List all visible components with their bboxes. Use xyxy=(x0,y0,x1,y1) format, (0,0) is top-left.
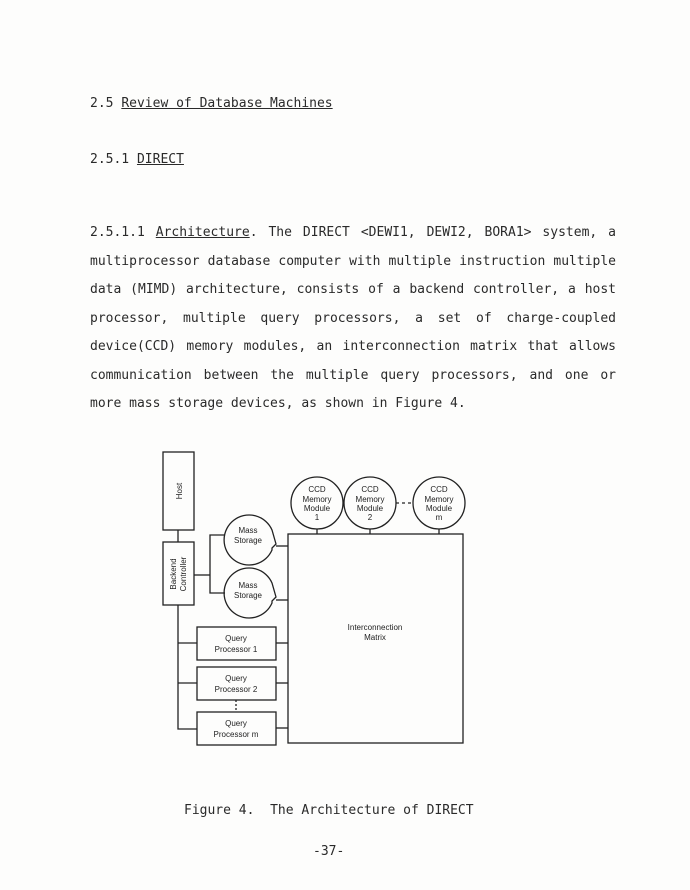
section-title: Review of Database Machines xyxy=(121,96,333,111)
query-label: Query xyxy=(225,674,247,683)
section-number: 2.5 xyxy=(90,96,114,111)
matrix-label-1: Interconnection xyxy=(348,623,403,632)
backend-label-1: Backend xyxy=(169,558,178,589)
ccd-label: m xyxy=(436,513,443,522)
ccd-label: Memory xyxy=(356,495,385,504)
ccd-label: 1 xyxy=(315,513,320,522)
section-heading: 2.5 Review of Database Machines xyxy=(90,96,333,111)
query-label: Processor m xyxy=(214,730,259,739)
subsection-title: DIRECT xyxy=(136,152,184,167)
mass-storage-label: Mass xyxy=(238,526,257,535)
ccd-label: Module xyxy=(304,504,331,513)
query-label: Query xyxy=(225,634,247,643)
ccd-label: CCD xyxy=(361,485,379,494)
subsubsection-number: 2.5.1.1 xyxy=(90,225,145,240)
ccd-label: CCD xyxy=(308,485,326,494)
architecture-paragraph: 2.5.1.1 Architecture. The DIRECT <DEWI1,… xyxy=(90,219,616,419)
interconnection-matrix-box xyxy=(287,533,464,744)
figure-caption: Figure 4. The Architecture of DIRECT xyxy=(184,803,474,818)
ccd-label: 2 xyxy=(368,513,373,522)
mass-storage-label: Mass xyxy=(238,581,257,590)
ccd-module-1: CCD Memory Module 1 xyxy=(290,476,344,534)
mass-storage-1: Mass Storage xyxy=(223,514,277,566)
ccd-module-m: CCD Memory Module m xyxy=(412,476,466,534)
backend-label-2: Controller xyxy=(179,556,188,591)
subsection-heading: 2.5.1 DIRECT xyxy=(90,152,184,167)
ccd-label: Memory xyxy=(303,495,332,504)
paragraph-body: . The DIRECT <DEWI1, DEWI2, BORA1> syste… xyxy=(90,225,617,411)
ccd-module-2: CCD Memory Module 2 xyxy=(343,476,397,534)
query-processor-1: Query Processor 1 xyxy=(196,626,277,661)
subsubsection-title: Architecture xyxy=(155,225,250,240)
query-label: Processor 2 xyxy=(215,685,258,694)
host-label: Host xyxy=(175,482,184,499)
ccd-label: Module xyxy=(357,504,384,513)
mass-storage-label: Storage xyxy=(234,536,263,545)
query-label: Query xyxy=(225,719,247,728)
ccd-label: CCD xyxy=(430,485,448,494)
query-label: Processor 1 xyxy=(215,645,258,654)
matrix-label-2: Matrix xyxy=(364,633,386,642)
ccd-label: Module xyxy=(426,504,453,513)
mass-storage-2: Mass Storage xyxy=(223,567,277,619)
query-processor-m: Query Processor m xyxy=(196,711,277,746)
subsection-number: 2.5.1 xyxy=(90,152,130,167)
mass-storage-label: Storage xyxy=(234,591,263,600)
ccd-label: Memory xyxy=(425,495,454,504)
query-processor-2: Query Processor 2 xyxy=(196,666,277,701)
page-number: -37- xyxy=(313,844,345,859)
